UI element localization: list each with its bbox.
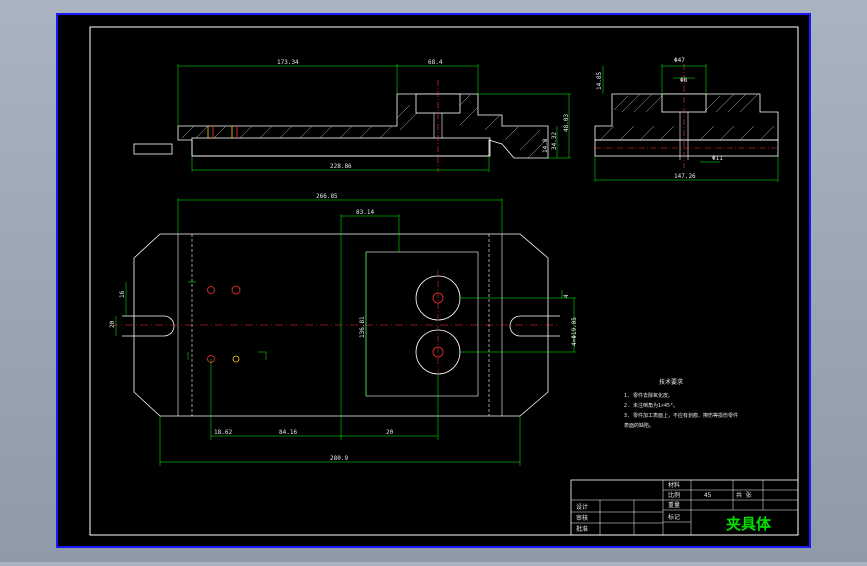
tb-cell-sheets: 共 张	[736, 491, 752, 499]
dim-right-bottom: 147.26	[674, 173, 696, 180]
tb-cell-design: 设计	[576, 503, 588, 511]
drawing-title: 夹具体	[726, 515, 772, 533]
drawing-frame	[89, 26, 799, 536]
dim-side-h2: 48.03	[563, 114, 570, 132]
plan-view: 266.85 83.14 136.81 4×Φ19.05 18.62 84.16…	[109, 193, 578, 466]
tb-cell-material: 材料	[668, 481, 680, 489]
dim-top-length: 173.34	[277, 59, 299, 66]
dim-right-height: 14.85	[596, 72, 603, 90]
tb-cell-review: 审核	[576, 514, 588, 522]
dim-plan-total: 280.9	[330, 455, 348, 462]
tech-item-1: 1. 零件去除氧化皮。	[624, 392, 673, 399]
dim-right-hole: Φ11	[712, 155, 723, 162]
tb-cell-approve: 批准	[576, 525, 588, 533]
dim-side-h3: 14.8	[542, 138, 549, 153]
dim-plan-right-a: 4	[563, 294, 570, 298]
tb-cell-mark: 标记	[668, 513, 680, 521]
dim-plan-holes: 4×Φ19.05	[571, 317, 578, 346]
dim-plan-d3: 20	[386, 429, 394, 436]
dim-plan-height: 136.81	[359, 316, 366, 338]
dim-side-h1: 34.32	[551, 132, 558, 150]
tech-item-2: 2. 未注倒角为1×45°。	[624, 402, 678, 409]
dim-right-top: Φ47	[674, 57, 685, 64]
dim-plan-d1: 18.62	[214, 429, 232, 436]
dim-plan-inner: 83.14	[356, 209, 374, 216]
technical-requirements: 技术要求 1. 零件去除氧化皮。 2. 未注倒角为1×45°。 3. 零件加工表…	[624, 378, 738, 429]
dim-plan-left-b: 20	[109, 320, 116, 328]
tech-item-4: 表面的缺陷。	[624, 422, 654, 429]
dim-plan-width: 266.85	[316, 193, 338, 200]
dim-right-mid: Φ8	[680, 77, 688, 84]
front-section-view: 173.34 68.4 228.86 34.32 48.03 14.8	[133, 59, 571, 172]
title-block: 材料 比例 重量 45 共 张 设计 审核 批准 标记 夹具体	[570, 479, 799, 536]
dim-plan-left-a: 16	[119, 290, 126, 298]
dim-top-bottom: 228.86	[330, 163, 352, 170]
tb-cell-scale: 比例	[668, 491, 680, 499]
dim-top-right: 68.4	[428, 59, 443, 66]
side-section-view: Φ47 Φ8 147.26 Φ11 14.85	[594, 57, 779, 182]
tech-heading: 技术要求	[659, 378, 683, 386]
tech-item-3: 3. 零件加工表面上，不应有划痕、擦伤等损伤零件	[624, 412, 738, 419]
tb-cell-weight: 重量	[668, 501, 680, 509]
tb-material-value: 45	[704, 492, 712, 499]
dim-plan-d2: 84.16	[279, 429, 297, 436]
